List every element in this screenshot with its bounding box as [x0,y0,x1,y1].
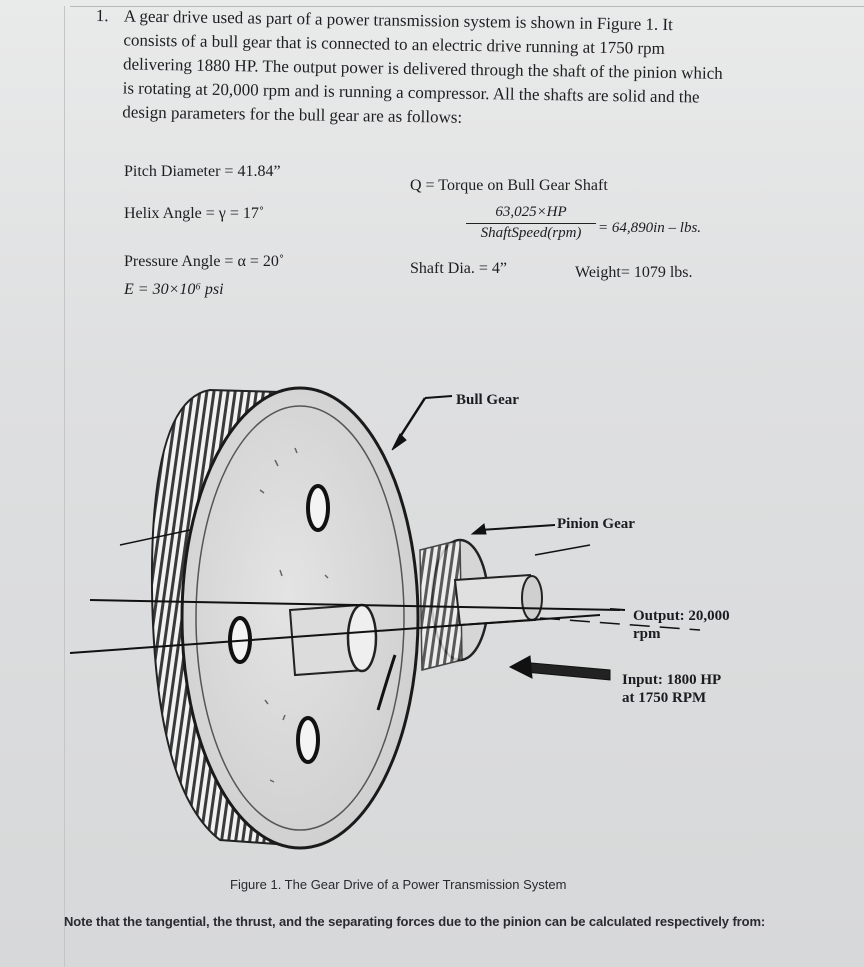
output-label-line1: Output: 20,000 [633,608,730,624]
torque-denominator: ShaftSpeed(rpm) [480,225,582,241]
torque-result: = 64,890in – lbs. [598,220,702,236]
pinion-gear-label: Pinion Gear [557,516,635,532]
design-parameters: Pitch Diameter = 41.84” Helix Angle = γ … [0,0,864,330]
torque-label: Q = Torque on Bull Gear Shaft [410,177,608,194]
pitch-diameter: Pitch Diameter = 41.84” [124,163,281,180]
input-label-line2: at 1750 RPM [622,690,707,706]
pressure-angle: Pressure Angle = α = 20˚ [124,253,285,270]
shaft-diameter: Shaft Dia. = 4” [410,260,507,277]
figure-caption: Figure 1. The Gear Drive of a Power Tran… [230,877,567,892]
label-leaders [391,395,626,681]
page-left-rule [64,6,65,967]
helix-angle: Helix Angle = γ = 17˚ [124,205,265,222]
torque-numerator: 63,025×HP [495,204,567,220]
input-label-line1: Input: 1800 HP [622,672,722,688]
page-top-rule [70,6,864,7]
shaft-axis-lines [69,529,701,654]
bull-gear-weight: Weight= 1079 lbs. [575,264,693,281]
bull-gear-label: Bull Gear [456,392,519,408]
bull-gear-body [150,386,420,850]
note-text: Note that the tangential, the thrust, an… [64,914,766,929]
output-label-line2: rpm [633,626,661,642]
modulus-of-elasticity: E = 30×10⁶ psi [124,281,224,298]
pinion-gear-assembly [419,538,543,671]
torque-formula: 63,025×HP ShaftSpeed(rpm) [466,204,596,242]
fraction-bar [466,223,596,224]
gear-drive-figure: Bull Gear Pinion Gear Output: 20,000 rpm… [60,370,860,870]
gear-drive-illustration [69,386,701,850]
